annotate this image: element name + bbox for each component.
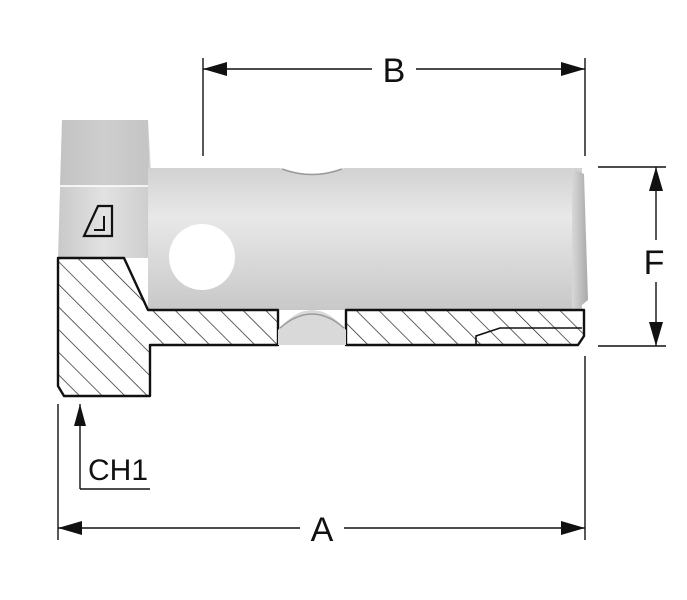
- dimension-f: F: [598, 166, 666, 347]
- section-view: [56, 256, 586, 398]
- dimension-b: B: [202, 52, 586, 156]
- shaft-upper: [148, 168, 588, 310]
- hex-head: [58, 120, 152, 258]
- triangle-logo-icon: [82, 204, 114, 238]
- dimension-label-b: B: [383, 52, 406, 90]
- dimension-a: A: [57, 356, 586, 549]
- dimension-ch1: CH1: [74, 404, 150, 490]
- dimension-label-ch1: CH1: [88, 454, 148, 487]
- dimension-label-a: A: [311, 511, 334, 549]
- cross-hole: [169, 224, 235, 290]
- dimension-label-f: F: [644, 244, 665, 282]
